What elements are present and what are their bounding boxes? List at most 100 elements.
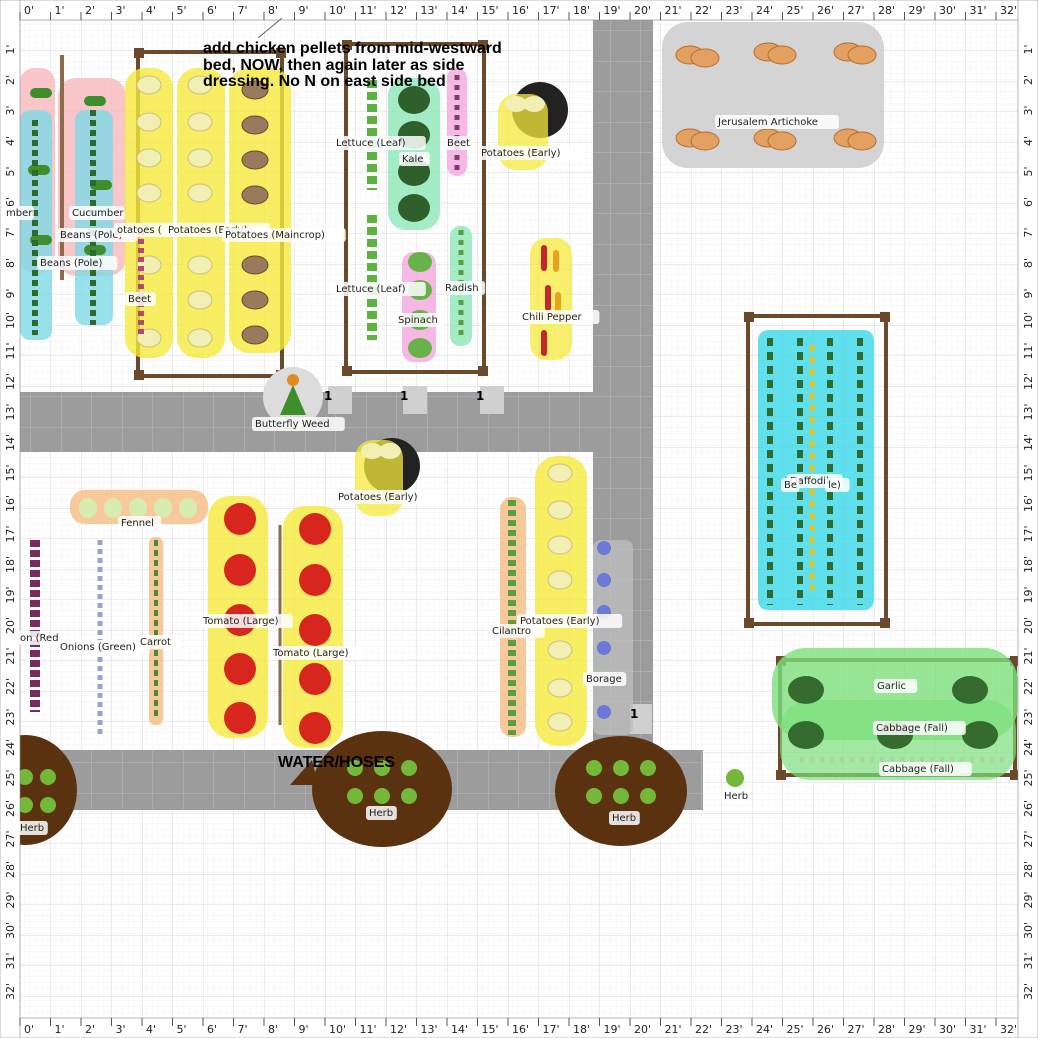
ruler-right-label: 30' <box>1022 922 1035 939</box>
plant-label-text: le) <box>828 480 841 491</box>
plant-label-text: Borage <box>586 674 622 685</box>
plant-label-herb-a[interactable]: Herb <box>17 821 48 835</box>
note-line-2: bed, NOW, then again later as side <box>203 57 465 74</box>
onion-carrot-rows[interactable] <box>30 537 163 735</box>
plant-label-onion-red[interactable]: on (Red <box>17 631 67 645</box>
plant-label-lettuce-b[interactable]: Lettuce (Leaf) <box>333 282 426 296</box>
ruler-right-label: 4' <box>1022 136 1035 146</box>
plant-label-herb-c[interactable]: Herb <box>609 811 640 825</box>
plant-label-cucumber-a[interactable]: mber <box>3 206 34 220</box>
plant-label-box <box>114 223 176 237</box>
plant-label-daffodil-hidden2[interactable]: le) <box>825 478 850 492</box>
ruler-left-label: 2' <box>4 75 17 85</box>
plant-label-borage[interactable]: Borage <box>583 672 627 686</box>
ruler-bottom-label: 26' <box>817 1023 834 1036</box>
plant-label-potatoes-maincrop[interactable]: Potatoes (Maincrop) <box>222 228 346 242</box>
plant-label-chili[interactable]: Chili Pepper <box>519 310 600 324</box>
plant-label-text: Be <box>784 480 797 491</box>
ruler-right-label: 16' <box>1022 495 1035 512</box>
ruler-right-label: 28' <box>1022 861 1035 878</box>
plant-label-box <box>609 811 640 825</box>
plant-label-fennel[interactable]: Fennel <box>118 516 162 530</box>
ruler-left-label: 17' <box>4 525 17 542</box>
potato-bed-west[interactable] <box>125 48 291 380</box>
ruler-left-label: 5' <box>4 166 17 176</box>
butterfly-weed-plant[interactable] <box>263 367 323 427</box>
plant-label-potatoes-a[interactable]: otatoes ( <box>114 223 176 237</box>
ruler-right-label: 13' <box>1022 403 1035 420</box>
plant-label-onion-green[interactable]: Onions (Green) <box>57 640 150 654</box>
plant-label-text: Beans (Pole) <box>40 258 102 269</box>
herb-planters[interactable] <box>0 731 744 847</box>
plant-label-box <box>118 516 162 530</box>
ruler-top-label: 17' <box>543 4 560 17</box>
ruler-right-label: 12' <box>1022 373 1035 390</box>
cilantro-potato-borage-beds[interactable] <box>500 456 633 746</box>
fennel-bed[interactable] <box>70 490 208 524</box>
plant-label-herb-b[interactable]: Herb <box>366 806 397 820</box>
plant-label-text: Fennel <box>121 518 154 529</box>
plant-label-artichoke[interactable]: Jerusalem Artichoke <box>715 115 839 129</box>
ruler-left-label: 13' <box>4 403 17 420</box>
plant-label-cabbage-a[interactable]: Cabbage (Fall) <box>873 721 966 735</box>
plant-label-text: Lettuce (Leaf) <box>336 284 406 295</box>
plant-label-text: Tomato (Large) <box>272 648 349 659</box>
ruler-right-label: 22' <box>1022 678 1035 695</box>
plant-label-text: Potatoes (Early) <box>168 225 248 236</box>
plant-label-spinach[interactable]: Spinach <box>395 313 445 327</box>
plant-label-text: Beans (Pole) <box>60 230 122 241</box>
note-line-1: add chicken pellets from mid-westward <box>203 40 502 57</box>
plant-label-radish[interactable]: Radish <box>442 281 486 295</box>
ruler-left-label: 10' <box>4 312 17 329</box>
ruler-right-label: 23' <box>1022 708 1035 725</box>
cabbage-garlic-bed[interactable] <box>772 648 1020 780</box>
ruler-bottom-label: 12' <box>390 1023 407 1036</box>
plant-label-beet-b[interactable]: Beet <box>444 136 475 150</box>
ruler-top-label: 20' <box>634 4 651 17</box>
plant-label-herb-d[interactable]: Herb <box>721 789 752 803</box>
ruler-left-label: 18' <box>4 556 17 573</box>
plant-label-box <box>825 478 850 492</box>
plant-label-carrot[interactable]: Carrot <box>137 635 181 649</box>
plant-label-box <box>879 762 972 776</box>
plant-label-tomato-b[interactable]: Tomato (Large) <box>270 646 363 660</box>
ruler-left-label: 8' <box>4 258 17 268</box>
daffodil-bed[interactable] <box>744 312 890 628</box>
plant-label-text: Beet <box>128 294 151 305</box>
plant-label-kale[interactable]: Kale <box>399 152 430 166</box>
plant-label-beet-a[interactable]: Beet <box>125 292 156 306</box>
ruler-left-label: 22' <box>4 678 17 695</box>
plant-label-text: Herb <box>369 808 393 819</box>
plant-label-daffodil-hidden[interactable]: Be <box>781 478 800 492</box>
ruler-bottom-label: 28' <box>878 1023 895 1036</box>
ruler-right-label: 9' <box>1022 288 1035 298</box>
plant-label-box <box>519 310 600 324</box>
ruler-top-label: 6' <box>207 4 217 17</box>
plant-label-potatoes-d[interactable]: Potatoes (Early) <box>335 490 441 504</box>
plant-label-potatoes-c[interactable]: Potatoes (Early) <box>478 146 584 160</box>
chili-pepper-bed[interactable] <box>530 238 572 360</box>
plant-label-cucumber-b[interactable]: Cucumber <box>69 206 125 220</box>
plant-label-cabbage-b[interactable]: Cabbage (Fall) <box>879 762 972 776</box>
plant-label-box <box>137 635 181 649</box>
artichoke-bed[interactable] <box>662 22 884 168</box>
plant-label-tomato-a[interactable]: Tomato (Large) <box>200 614 293 628</box>
plant-label-box <box>333 136 426 150</box>
plant-label-potatoes-e[interactable]: Potatoes (Early) <box>517 614 623 628</box>
ruler-bottom-label: 30' <box>939 1023 956 1036</box>
plant-label-text: on (Red <box>20 633 59 644</box>
ruler-bottom-label: 29' <box>909 1023 926 1036</box>
garden-note[interactable]: add chicken pellets from mid-westward be… <box>203 17 502 90</box>
ruler-top-label: 13' <box>421 4 438 17</box>
plant-label-lettuce-a[interactable]: Lettuce (Leaf) <box>333 136 426 150</box>
plant-label-beans-b[interactable]: Beans (Pole) <box>37 256 118 270</box>
ruler-top-label: 15' <box>482 4 499 17</box>
plant-label-butterfly[interactable]: Butterfly Weed <box>252 417 345 431</box>
ruler-top-label: 3' <box>116 4 126 17</box>
plant-label-garlic[interactable]: Garlic <box>874 679 918 693</box>
ruler-bottom-label: 16' <box>512 1023 529 1036</box>
ruler-bottom-label: 13' <box>421 1023 438 1036</box>
